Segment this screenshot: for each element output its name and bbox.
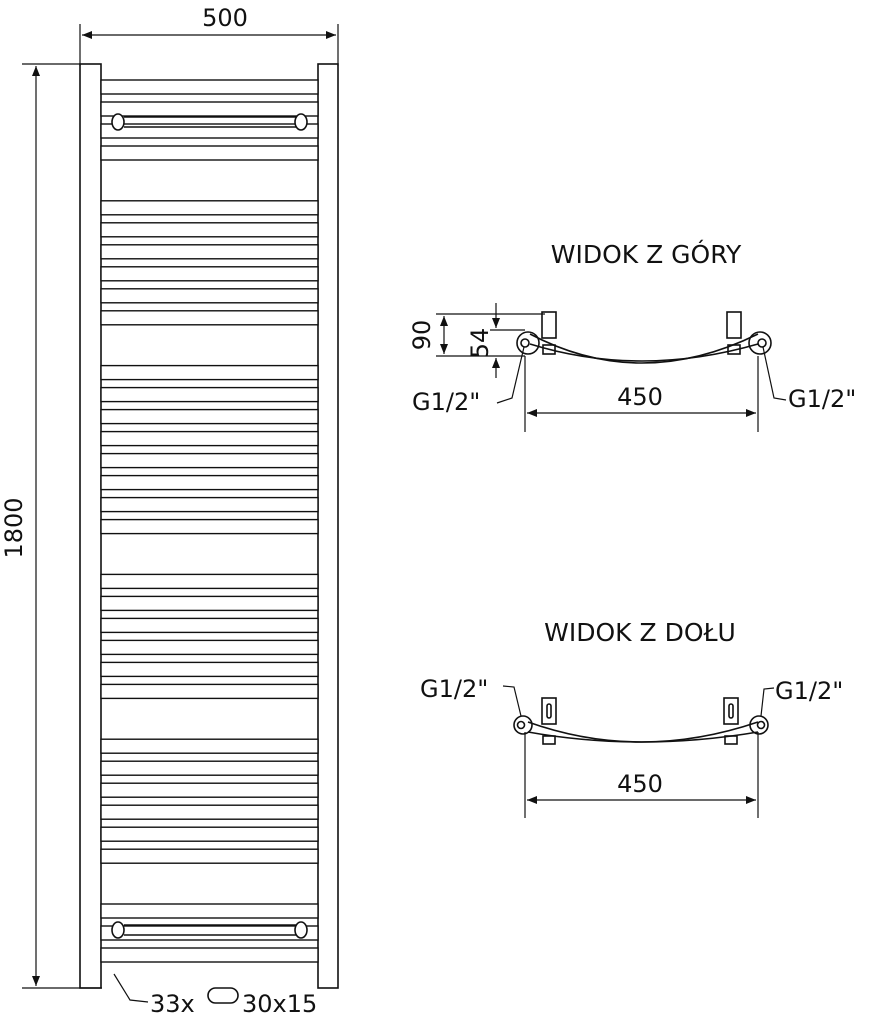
tube (100, 408, 319, 425)
width-dimension (79, 24, 339, 66)
tube-profile-icon (207, 987, 239, 1004)
tube (100, 364, 319, 381)
tube (100, 244, 319, 260)
tube (100, 925, 319, 941)
bottom-left-connection-label: G1/2" (420, 675, 488, 703)
tube (100, 595, 319, 612)
tube (100, 288, 319, 304)
bottom-spacing-label: 450 (617, 770, 663, 798)
bottom-right-connection-label: G1/2" (775, 677, 843, 705)
tube (100, 826, 319, 842)
top-view-title: WIDOK Z GÓRY (551, 239, 742, 269)
offset-label: 54 (466, 328, 494, 359)
mounting-pin (111, 921, 125, 939)
top-spacing-label: 450 (617, 383, 663, 411)
height-label: 1800 (0, 497, 28, 558)
tube (100, 101, 319, 117)
height-dimension (22, 63, 102, 989)
tube (100, 474, 319, 491)
tube (100, 782, 319, 798)
mounting-pin (294, 113, 308, 131)
tube-leader-line (113, 973, 149, 1003)
width-label: 500 (202, 4, 248, 32)
front-view (22, 24, 339, 1004)
tube (100, 518, 319, 535)
top-view (436, 303, 787, 432)
tube (100, 430, 319, 447)
tube (100, 386, 319, 403)
tube-stack (100, 79, 319, 963)
tube (100, 947, 319, 963)
tube (100, 738, 319, 754)
depth-label: 90 (408, 320, 436, 351)
tube (100, 222, 319, 238)
mounting-bar-top (111, 113, 308, 131)
right-collector-icon (749, 715, 769, 735)
left-collector-icon (516, 331, 540, 355)
tube-count-label: 33x (150, 990, 195, 1018)
radiator-profile (527, 721, 759, 743)
tube (100, 573, 319, 590)
tube (100, 200, 319, 216)
tube (100, 496, 319, 513)
top-left-connection-label: G1/2" (412, 388, 480, 416)
tube (100, 683, 319, 700)
tube (100, 79, 319, 95)
tube (100, 661, 319, 678)
tube-profile-label: 30x15 (242, 990, 317, 1018)
tube (100, 123, 319, 139)
bottom-view-title: WIDOK Z DOŁU (544, 618, 736, 647)
tube (100, 639, 319, 656)
tube (100, 804, 319, 820)
bottom-view (502, 685, 775, 818)
tube (100, 903, 319, 919)
top-right-connection-label: G1/2" (788, 385, 856, 413)
left-collector (79, 63, 102, 989)
tube (100, 452, 319, 469)
mounting-pin (111, 113, 125, 131)
tube (100, 760, 319, 776)
radiator-profile (529, 333, 759, 364)
tube (100, 266, 319, 282)
tube (100, 617, 319, 634)
left-collector-icon (513, 715, 533, 735)
tube (100, 848, 319, 864)
tube (100, 145, 319, 161)
mounting-bar-bottom (111, 921, 308, 939)
tube (100, 310, 319, 326)
right-collector-icon (748, 331, 772, 355)
right-collector (317, 63, 339, 989)
mounting-pin (294, 921, 308, 939)
